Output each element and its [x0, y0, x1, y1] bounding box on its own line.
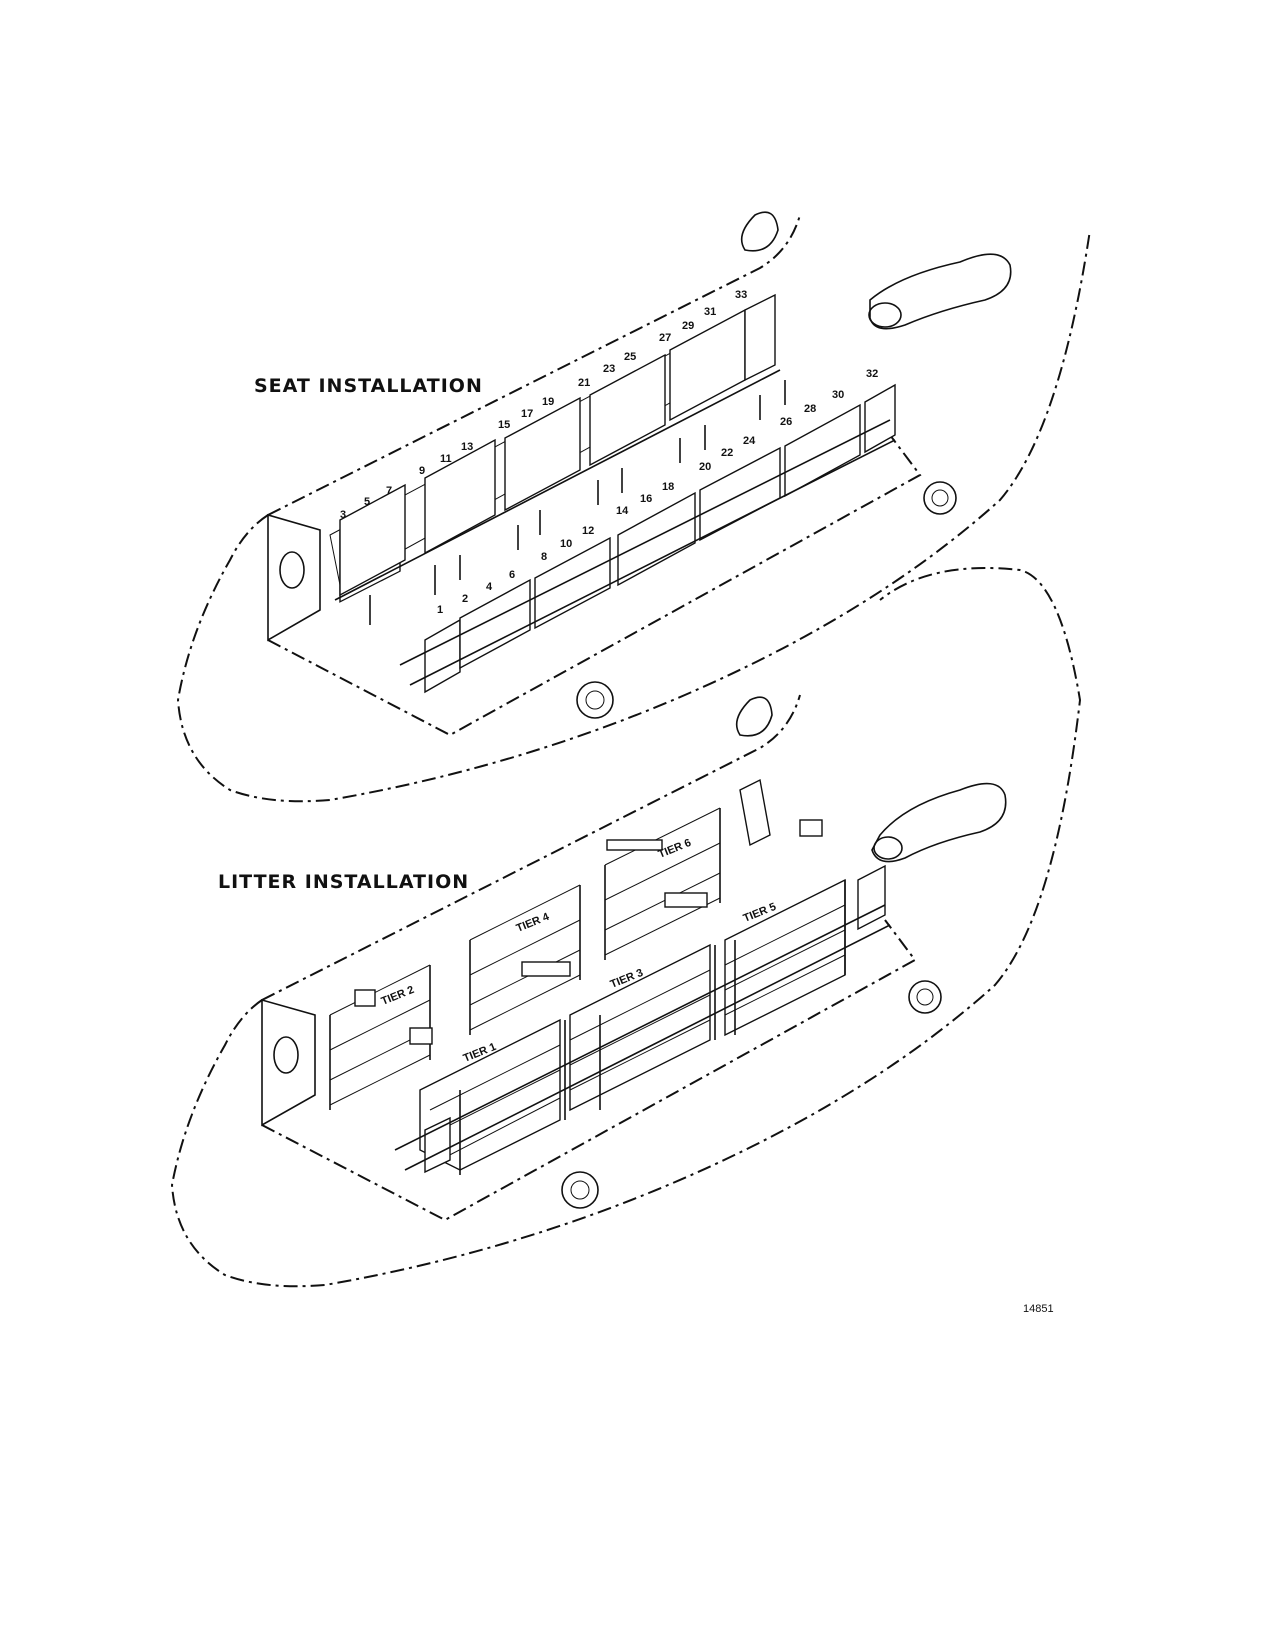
seat-number-14: 14: [616, 505, 629, 517]
seat-grid-9-13: [424, 438, 496, 555]
seat-bulkhead: [267, 513, 321, 642]
seat-number-13: 13: [461, 441, 473, 453]
seat-engine-intake: [868, 302, 902, 328]
seat-grid-15-19: [504, 396, 581, 512]
seat-installation-title: SEAT INSTALLATION: [254, 375, 483, 397]
seat-number-31: 31: [704, 306, 716, 318]
seat-grid-20-24: [699, 446, 781, 542]
tier-4-shelves: [469, 884, 581, 1031]
seat-number-15: 15: [498, 419, 510, 431]
seat-number-32: 32: [866, 368, 878, 380]
seat-front-grids: [424, 383, 896, 694]
seat-door-window: [279, 551, 305, 589]
seat-number-30: 30: [832, 389, 844, 401]
seat-grid-14-18: [617, 491, 696, 587]
litter-landing-gear-wheel: [561, 1171, 599, 1209]
seat-engine-pod: [869, 253, 1012, 330]
litter-installation-diagram: TIER 1 TIER 2 TIER 3 TIER 4 TIER 5 TIER …: [170, 567, 1082, 1288]
seat-rotor-mast: [740, 211, 779, 252]
tier-3-shelves: [569, 969, 711, 1091]
seat-number-4: 4: [486, 581, 493, 593]
seat-number-6: 6: [509, 569, 515, 581]
tier-4-posts: [469, 885, 581, 1035]
seat-number-28: 28: [804, 403, 816, 415]
litter-floor-rail: [394, 904, 886, 1151]
seat-number-29: 29: [682, 320, 694, 332]
seat-number-12: 12: [582, 525, 594, 537]
seat-number-9: 9: [419, 465, 425, 477]
litter-rear-sign: [799, 819, 823, 837]
seat-number-25: 25: [624, 351, 636, 363]
seat-fuselage-outline: [176, 214, 1091, 803]
seat-grid-1: [424, 618, 461, 694]
tier-4-label: TIER 4: [515, 911, 552, 935]
seat-grid-21-25: [589, 353, 666, 467]
seat-number-24: 24: [743, 435, 756, 447]
seat-floor-edge: [267, 434, 922, 737]
seat-number-26: 26: [780, 416, 792, 428]
tier-5-posts: [734, 880, 846, 1035]
litter-floor-edge: [261, 919, 917, 1222]
seat-grid-8-12: [534, 536, 611, 630]
tier-1-sign: [409, 1027, 433, 1045]
seat-number-27: 27: [659, 332, 671, 344]
seat-number-18: 18: [662, 481, 674, 493]
litter-rotor-mast: [735, 696, 773, 737]
figure-number: 14851: [1023, 1303, 1054, 1315]
seat-number-23: 23: [603, 363, 615, 375]
seat-number-19: 19: [542, 396, 554, 408]
tier-3-sign: [521, 961, 571, 977]
seat-number-20: 20: [699, 461, 711, 473]
litter-fuselage-outline: [170, 567, 1082, 1288]
litter-rear-seat-grid: [739, 778, 771, 847]
tier-2-sign: [354, 989, 376, 1007]
tier-6-posts: [604, 808, 721, 960]
seat-installation-diagram: 1 2 3 4 5 6 7 8 9 10 11 12 13 14 15 16 1…: [176, 211, 1091, 803]
seat-floor-rail-front: [399, 419, 891, 666]
litter-tier-racks: [329, 778, 886, 1175]
seat-number-10: 10: [560, 538, 572, 550]
seat-grid-2-6: [459, 578, 531, 670]
seat-number-2: 2: [462, 593, 468, 605]
seat-grid-3-7: [339, 483, 406, 597]
tier-1-posts: [459, 1020, 566, 1175]
litter-side-seat-grid: [857, 864, 886, 931]
litter-installation-title: LITTER INSTALLATION: [218, 871, 469, 893]
seat-support-posts: [369, 380, 786, 625]
seat-number-17: 17: [521, 408, 533, 420]
tier-3-posts: [599, 945, 716, 1110]
tier-2-shelves: [329, 964, 431, 1106]
seat-number-5: 5: [364, 496, 370, 508]
litter-engine-pod: [871, 782, 1007, 863]
seat-number-22: 22: [721, 447, 733, 459]
seat-number-33: 33: [735, 289, 747, 301]
tier-6-sign: [606, 839, 663, 851]
litter-floor-rail-2: [404, 924, 891, 1171]
seat-back-grids: [339, 293, 776, 597]
seat-rear-gear-wheel: [923, 481, 957, 515]
tier-5-sign: [664, 892, 708, 908]
seat-number-11: 11: [440, 453, 452, 465]
litter-door-window: [273, 1036, 299, 1074]
tier-5-shelves: [724, 904, 846, 1016]
tier-6-shelves: [604, 807, 721, 956]
seat-grid-26-30: [784, 403, 861, 498]
litter-rear-gear-wheel: [908, 980, 942, 1014]
seat-grid-32: [864, 383, 896, 454]
seat-landing-gear-wheel: [576, 681, 614, 719]
seat-number-21: 21: [578, 377, 590, 389]
seat-number-8: 8: [541, 551, 547, 563]
tier-1-frame: [419, 1018, 561, 1171]
seat-grid-33: [744, 293, 776, 382]
seat-floor-rail-back: [334, 369, 781, 601]
seat-number-7: 7: [386, 485, 392, 497]
litter-engine-intake: [873, 836, 903, 860]
litter-bulkhead: [261, 998, 316, 1127]
seat-number-1: 1: [437, 604, 443, 616]
seat-number-16: 16: [640, 493, 652, 505]
seat-floor-rail-front-2: [409, 439, 896, 686]
seat-number-3: 3: [340, 509, 346, 521]
